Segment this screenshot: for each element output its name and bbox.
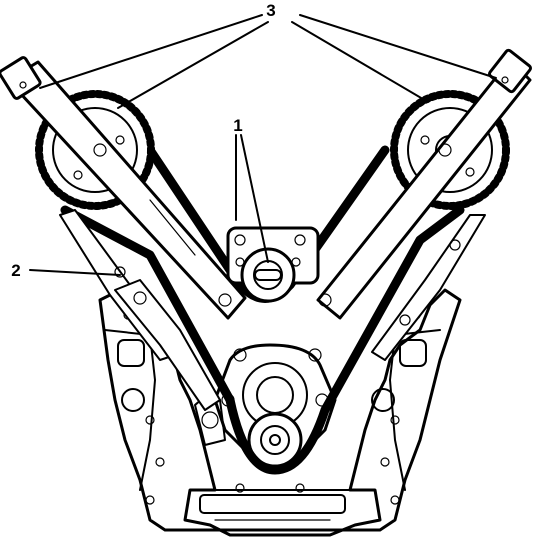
left-cam-holding-tool	[0, 56, 247, 320]
callout-label-2: 2	[11, 261, 20, 280]
water-pump-housing	[194, 343, 337, 457]
callout-label-1: 1	[233, 116, 242, 135]
engine-block	[98, 288, 462, 537]
right-chain-guide	[371, 214, 486, 361]
idler-sprocket	[145, 145, 390, 303]
timing-chain	[60, 205, 465, 475]
callout-2-leader	[29, 269, 121, 276]
right-cam-holding-tool	[316, 48, 532, 320]
callout-3-leaders	[39, 14, 497, 109]
callout-1-leaders	[235, 134, 269, 263]
callout-label-3: 3	[266, 1, 275, 20]
tensioner-arm	[114, 279, 221, 411]
crankshaft-sprocket	[247, 412, 303, 468]
